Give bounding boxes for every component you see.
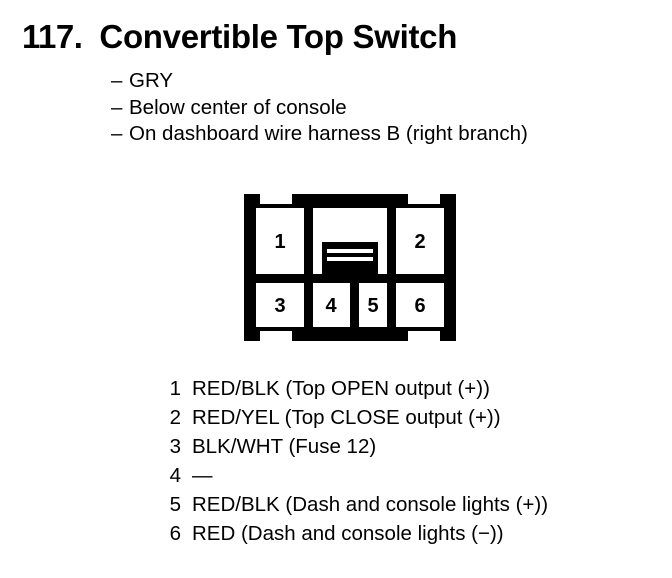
legend-pin-number: 2 bbox=[169, 406, 181, 429]
page-title-number: 117. bbox=[22, 18, 83, 55]
note-item: – GRY bbox=[111, 68, 651, 95]
connector-pin-2: 2 bbox=[414, 231, 425, 253]
legend-pin-number: 3 bbox=[169, 435, 181, 458]
latch-tab-icon bbox=[322, 242, 378, 274]
note-text: Below center of console bbox=[129, 95, 347, 119]
note-item: – On dashboard wire harness B (right bra… bbox=[111, 121, 651, 148]
legend-row: 5 RED/BLK (Dash and console lights (+)) bbox=[160, 490, 548, 519]
connector-pin-5: 5 bbox=[367, 295, 378, 317]
legend-pin-desc: RED (Dash and console lights (−)) bbox=[192, 522, 504, 545]
cell-divider-4-5 bbox=[350, 283, 359, 327]
cell-divider-top-left bbox=[304, 208, 313, 274]
legend-row: 3 BLK/WHT (Fuse 12) bbox=[160, 432, 548, 461]
legend-pin-number: 1 bbox=[169, 377, 181, 400]
notes-list: – GRY – Below center of console – On das… bbox=[111, 68, 651, 148]
connector-pin-4: 4 bbox=[325, 295, 337, 317]
note-dash: – bbox=[111, 69, 123, 92]
cell-divider-3-4 bbox=[304, 283, 313, 327]
legend-pin-number: 5 bbox=[169, 493, 181, 516]
legend-pin-number: 6 bbox=[169, 522, 181, 545]
legend-pin-number: 4 bbox=[169, 464, 181, 487]
cell-divider-5-6 bbox=[387, 283, 396, 327]
note-dash: – bbox=[111, 95, 123, 119]
note-text: GRY bbox=[129, 69, 174, 92]
legend-pin-desc: RED/BLK (Top OPEN output (+)) bbox=[192, 377, 490, 400]
page-title-text: Convertible Top Switch bbox=[99, 18, 458, 55]
note-text: On dashboard wire harness B (right branc… bbox=[129, 122, 528, 145]
legend-pin-desc: RED/YEL (Top CLOSE output (+)) bbox=[192, 406, 501, 429]
note-dash: – bbox=[111, 122, 123, 145]
legend-row: 4 — bbox=[160, 461, 548, 490]
connector-pin-1: 1 bbox=[274, 231, 285, 253]
connector-pin-3: 3 bbox=[274, 295, 285, 317]
connector-pin-6: 6 bbox=[414, 295, 425, 317]
legend-row: 2 RED/YEL (Top CLOSE output (+)) bbox=[160, 403, 548, 432]
connector-diagram: 1 2 3 4 5 6 bbox=[238, 190, 478, 345]
page-title: 117. Convertible Top Switch bbox=[22, 18, 457, 56]
legend-row: 1 RED/BLK (Top OPEN output (+)) bbox=[160, 374, 548, 403]
cell-divider-top-right bbox=[387, 208, 396, 274]
connector-svg: 1 2 3 4 5 6 bbox=[244, 194, 456, 341]
row-divider bbox=[256, 274, 444, 283]
legend-row: 6 RED (Dash and console lights (−)) bbox=[160, 519, 548, 548]
legend-pin-desc: — bbox=[192, 464, 213, 487]
legend-pin-desc: BLK/WHT (Fuse 12) bbox=[192, 435, 377, 458]
legend-pin-desc: RED/BLK (Dash and console lights (+)) bbox=[192, 493, 549, 516]
pin-legend: 1 RED/BLK (Top OPEN output (+)) 2 RED/YE… bbox=[160, 374, 548, 548]
note-item: – Below center of console bbox=[111, 95, 651, 122]
